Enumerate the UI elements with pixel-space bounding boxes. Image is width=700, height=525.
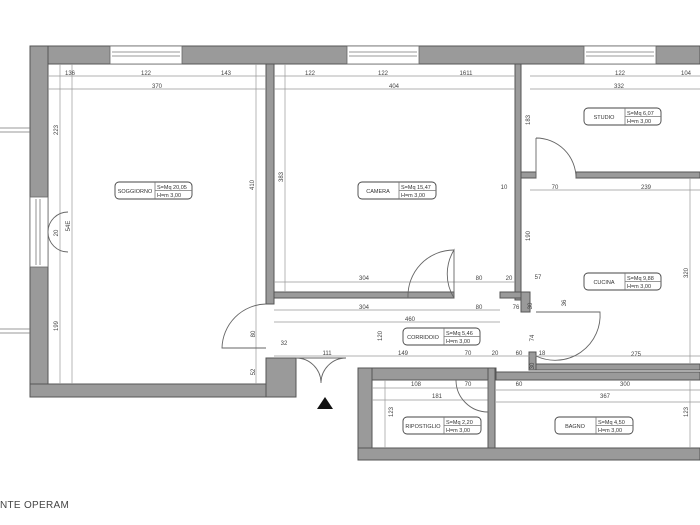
- svg-text:111: 111: [322, 351, 332, 357]
- plan-caption: NTE OPERAM: [0, 500, 70, 511]
- svg-text:1611: 1611: [460, 71, 474, 77]
- svg-text:57: 57: [535, 275, 542, 281]
- svg-text:H=m 3,00: H=m 3,00: [446, 339, 470, 345]
- svg-text:CORRIDOIO: CORRIDOIO: [407, 335, 440, 341]
- svg-text:STUDIO: STUDIO: [594, 115, 616, 121]
- entrance-arrow-icon: [317, 397, 333, 409]
- svg-text:H=m 3,00: H=m 3,00: [157, 193, 181, 199]
- svg-text:143: 143: [221, 71, 232, 77]
- svg-text:20: 20: [506, 276, 513, 282]
- svg-text:80: 80: [476, 276, 483, 282]
- svg-text:123: 123: [684, 406, 690, 417]
- svg-text:54E: 54E: [66, 221, 72, 232]
- svg-text:181: 181: [432, 394, 443, 400]
- svg-text:S=Mq 20,05: S=Mq 20,05: [157, 185, 187, 191]
- dimension-lines: [48, 64, 700, 448]
- svg-text:199: 199: [54, 320, 60, 331]
- svg-text:300: 300: [620, 382, 631, 388]
- room-label-studio: STUDIO S=Mq 6,07 H=m 3,00: [583, 107, 662, 126]
- svg-text:36: 36: [562, 299, 568, 306]
- svg-text:S=Mq 5,46: S=Mq 5,46: [446, 331, 473, 337]
- svg-text:20: 20: [54, 229, 60, 236]
- walls: [0, 45, 700, 461]
- svg-text:60: 60: [516, 382, 523, 388]
- svg-text:404: 404: [389, 84, 400, 90]
- room-label-camera: CAMERA S=Mq 15,47 H=m 3,00: [357, 181, 437, 200]
- svg-text:370: 370: [152, 84, 163, 90]
- svg-text:H=m 3,00: H=m 3,00: [627, 119, 651, 125]
- svg-text:122: 122: [305, 71, 316, 77]
- room-label-ripostiglio: RIPOSTIGLIO S=Mq 2,20 H=m 3,00: [402, 416, 482, 435]
- svg-text:30: 30: [530, 362, 536, 369]
- svg-text:122: 122: [141, 71, 152, 77]
- svg-text:70: 70: [465, 351, 472, 357]
- svg-text:H=m 3,00: H=m 3,00: [401, 193, 425, 199]
- svg-text:60: 60: [516, 351, 523, 357]
- svg-text:190: 190: [526, 230, 532, 241]
- svg-text:104: 104: [681, 71, 692, 77]
- svg-text:70: 70: [552, 185, 559, 191]
- room-label-soggiorno: SOGGIORNO S=Mq 20,05 H=m 3,00: [114, 181, 193, 200]
- svg-text:74: 74: [530, 334, 536, 341]
- svg-text:32: 32: [281, 341, 288, 347]
- doors: [47, 137, 601, 413]
- svg-text:120: 120: [378, 330, 384, 341]
- svg-text:S=Mq 2,20: S=Mq 2,20: [446, 420, 473, 426]
- room-label-cucina: CUCINA S=Mq 9,88 H=m 3,00: [583, 272, 662, 291]
- svg-text:304: 304: [359, 305, 370, 311]
- svg-text:18: 18: [539, 351, 546, 357]
- svg-text:H=m 3,00: H=m 3,00: [598, 428, 622, 434]
- svg-text:122: 122: [615, 71, 626, 77]
- svg-text:183: 183: [526, 114, 532, 125]
- svg-text:S=Mq 4,50: S=Mq 4,50: [598, 420, 625, 426]
- svg-text:149: 149: [398, 351, 409, 357]
- svg-text:RIPOSTIGLIO: RIPOSTIGLIO: [405, 424, 441, 430]
- svg-text:CAMERA: CAMERA: [366, 189, 390, 195]
- svg-text:136: 136: [65, 71, 76, 77]
- svg-text:76: 76: [513, 305, 520, 311]
- svg-text:10: 10: [501, 185, 508, 191]
- svg-text:20: 20: [492, 351, 499, 357]
- svg-text:S=Mq 15,47: S=Mq 15,47: [401, 185, 431, 191]
- svg-text:70: 70: [465, 382, 472, 388]
- svg-text:108: 108: [411, 382, 422, 388]
- svg-text:460: 460: [405, 317, 416, 323]
- svg-text:H=m 3,00: H=m 3,00: [446, 428, 470, 434]
- svg-text:367: 367: [600, 394, 611, 400]
- svg-text:SOGGIORNO: SOGGIORNO: [118, 189, 153, 195]
- svg-text:30: 30: [528, 302, 534, 309]
- svg-text:BAGNO: BAGNO: [565, 424, 586, 430]
- svg-text:320: 320: [684, 267, 690, 278]
- svg-text:383: 383: [279, 171, 285, 182]
- svg-text:275: 275: [631, 352, 642, 358]
- dimension-labels: 136 122 143 370 122 122 1611 404 122 104…: [54, 71, 692, 417]
- room-label-bagno: BAGNO S=Mq 4,50 H=m 3,00: [554, 416, 634, 435]
- svg-text:CUCINA: CUCINA: [593, 280, 614, 286]
- svg-text:52: 52: [251, 368, 257, 375]
- room-label-corridoio: CORRIDOIO S=Mq 5,46 H=m 3,00: [402, 327, 481, 346]
- svg-text:80: 80: [251, 330, 257, 337]
- svg-text:122: 122: [378, 71, 389, 77]
- svg-text:123: 123: [389, 406, 395, 417]
- svg-text:332: 332: [614, 84, 625, 90]
- svg-text:80: 80: [476, 305, 483, 311]
- svg-text:239: 239: [641, 185, 652, 191]
- svg-text:304: 304: [359, 276, 370, 282]
- svg-text:S=Mq 6,07: S=Mq 6,07: [627, 111, 654, 117]
- svg-text:410: 410: [250, 179, 256, 190]
- svg-text:S=Mq 9,88: S=Mq 9,88: [627, 276, 654, 282]
- svg-text:223: 223: [54, 124, 60, 135]
- svg-text:H=m 3,00: H=m 3,00: [627, 284, 651, 290]
